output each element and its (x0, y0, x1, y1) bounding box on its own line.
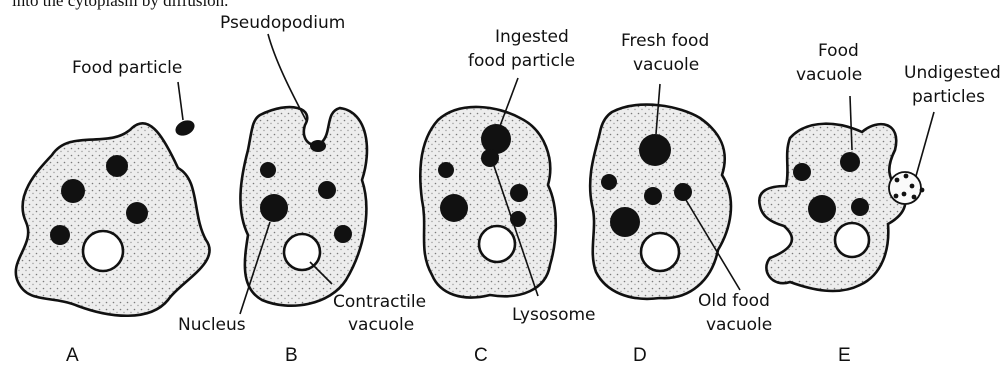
pointer-food-particle (178, 82, 183, 120)
food-vacuole-e1 (793, 163, 811, 181)
food-vacuole-a4 (50, 225, 70, 245)
contractile-vacuole-a (83, 231, 123, 271)
label-old-food: Old food (698, 291, 770, 311)
undigested-particle-1 (895, 178, 900, 183)
label-particles: particles (912, 87, 985, 107)
undigested-particle-2 (904, 174, 909, 179)
fresh-food-vacuole-d (639, 134, 671, 166)
food-vacuole-a1 (61, 179, 85, 203)
undigested-particle-4 (902, 192, 907, 197)
food-vacuole-d1 (601, 174, 617, 190)
lysosome-c (481, 149, 499, 167)
food-vacuole-a2 (106, 155, 128, 177)
letter-a: A (66, 345, 79, 366)
nucleus-b (260, 194, 288, 222)
amoeba-b-cell (240, 107, 367, 306)
undigested-particle-7 (920, 188, 925, 193)
label-vacuole-e: vacuole (796, 65, 862, 85)
letter-b: B (285, 345, 298, 366)
undigested-particle-3 (910, 184, 915, 189)
old-food-vacuole-d (674, 183, 692, 201)
label-food-e: Food (818, 41, 859, 61)
contractile-vacuole-b (284, 234, 320, 270)
undigested-particle-5 (912, 195, 917, 200)
food-particle-a (173, 117, 197, 138)
label-food-particle: Food particle (72, 58, 182, 78)
food-vacuole-d2 (610, 207, 640, 237)
label-contractile: Contractile (333, 292, 426, 312)
food-vacuole-e3 (808, 195, 836, 223)
ingested-food-c (481, 124, 511, 154)
label-lysosome: Lysosome (512, 305, 596, 325)
letter-d: D (633, 345, 647, 366)
panel-c: Ingested food particle Lysosome C (420, 27, 595, 366)
food-vacuole-d3 (644, 187, 662, 205)
label-undigested: Undigested (904, 63, 1000, 83)
contractile-vacuole-d (641, 233, 679, 271)
label-vacuole-d2: vacuole (706, 315, 772, 335)
label-vacuole-b: vacuole (348, 315, 414, 335)
food-vacuole-b1 (260, 162, 276, 178)
label-nucleus: Nucleus (178, 315, 246, 335)
ingested-food-b (310, 140, 326, 152)
food-vacuole-c2 (440, 194, 468, 222)
label-pseudopodium: Pseudopodium (220, 13, 345, 33)
contractile-vacuole-e (835, 223, 869, 257)
header-text: into the cytoplasm by diffusion. (12, 0, 228, 10)
undigested-particle-6 (894, 194, 899, 199)
amoeba-a-cell (16, 123, 210, 315)
food-vacuole-c3 (510, 184, 528, 202)
food-vacuole-e2 (840, 152, 860, 172)
panel-d: Fresh food vacuole Old food vacuole D (590, 31, 772, 366)
panel-e: Food vacuole Undigested particles E (759, 41, 1000, 366)
letter-c: C (474, 345, 488, 366)
panel-b: Pseudopodium Nucleus Contractile vacuole… (178, 13, 426, 366)
contractile-vacuole-c (479, 226, 515, 262)
food-vacuole-e4 (851, 198, 869, 216)
label-fresh-food: Fresh food (621, 31, 709, 51)
label-food-particle-c: food particle (468, 51, 575, 71)
pointer-undigested (916, 112, 934, 176)
letter-e: E (838, 345, 851, 366)
food-vacuole-b3 (334, 225, 352, 243)
food-vacuole-a3 (126, 202, 148, 224)
label-vacuole-d: vacuole (633, 55, 699, 75)
food-vacuole-c1 (438, 162, 454, 178)
food-vacuole-b2 (318, 181, 336, 199)
label-ingested: Ingested (495, 27, 569, 47)
